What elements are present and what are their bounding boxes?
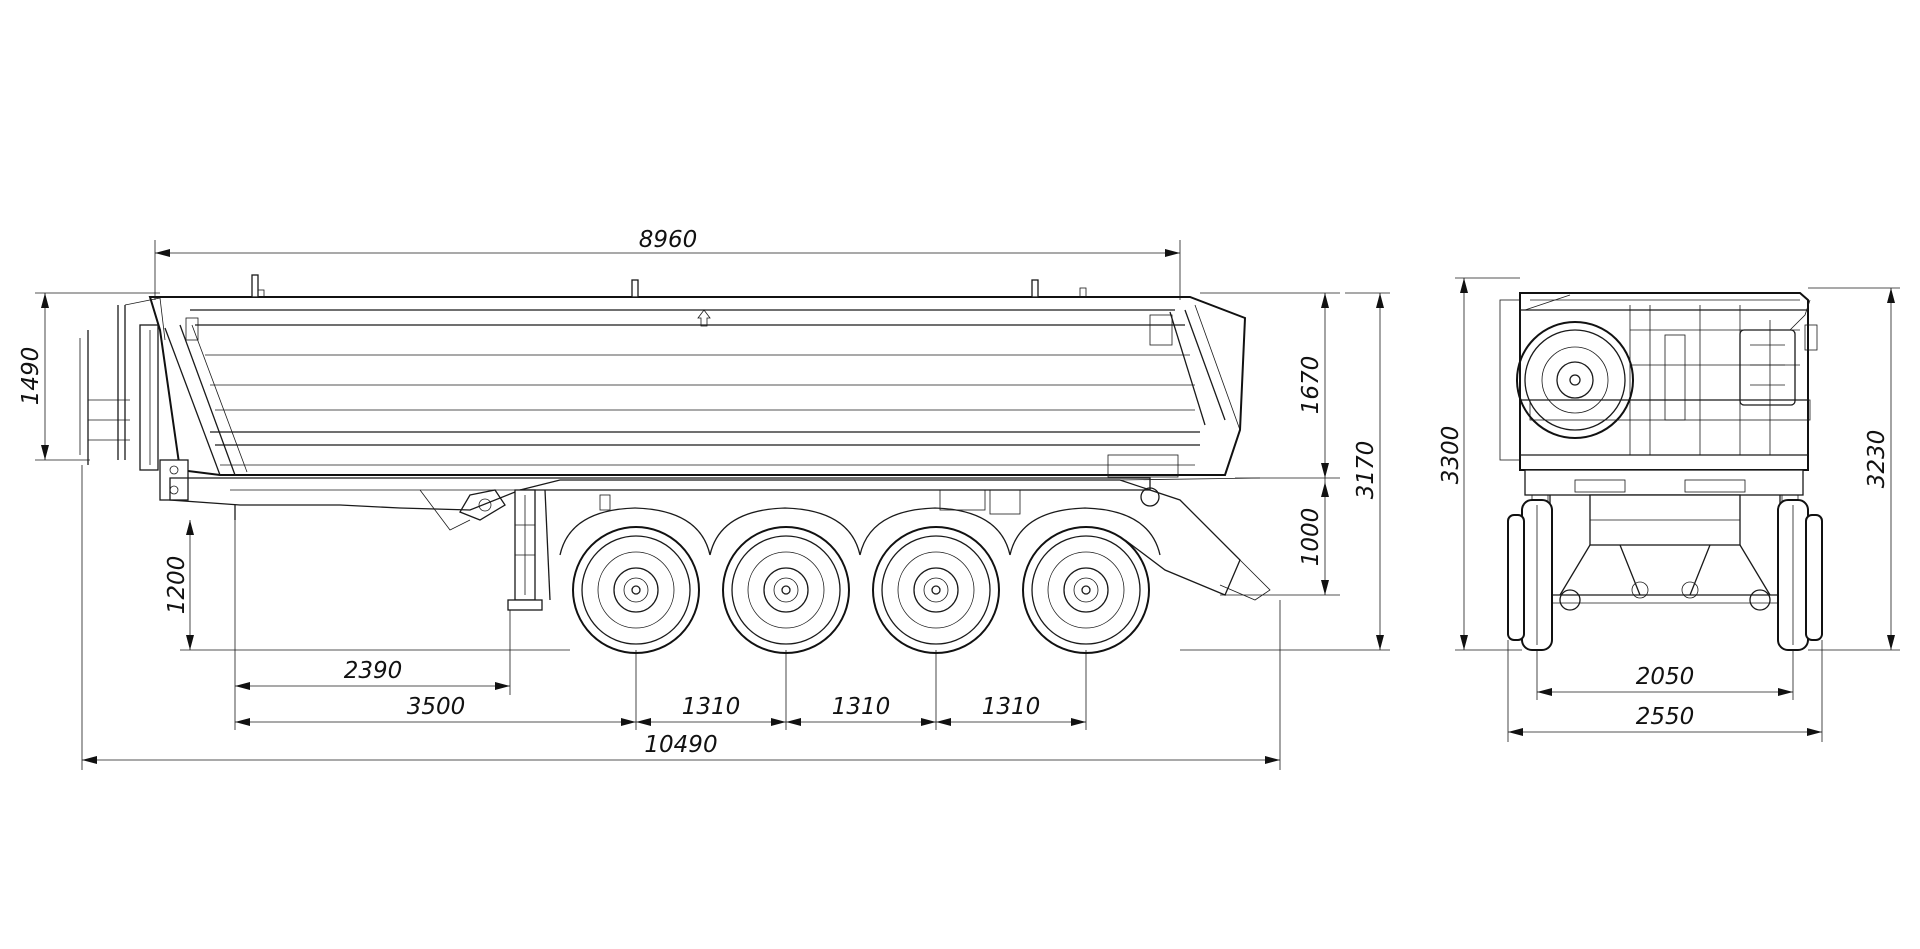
dim-coupling-height: 1200 bbox=[164, 556, 190, 615]
dim-axle-spacing-3: 1310 bbox=[982, 694, 1041, 720]
dim-overall-length: 10490 bbox=[644, 732, 717, 758]
axle-4 bbox=[1009, 507, 1161, 654]
dim-total-height: 3170 bbox=[1353, 441, 1379, 500]
dim-rear-body-top-height: 3230 bbox=[1864, 430, 1890, 489]
axle-1 bbox=[559, 507, 711, 654]
rear-body bbox=[1499, 292, 1818, 471]
dim-platform-height: 1000 bbox=[1298, 508, 1324, 567]
dim-axle-spacing-1: 1310 bbox=[682, 694, 741, 720]
dim-body-height: 1670 bbox=[1298, 356, 1324, 415]
dim-front-wall-height: 1490 bbox=[18, 347, 44, 406]
side-dimension-labels: 8960 1490 1200 1670 1000 3170 2390 3500 … bbox=[18, 227, 1379, 758]
dim-rear-overall-height: 3300 bbox=[1438, 426, 1464, 485]
dim-rear-overall-width: 2550 bbox=[1636, 704, 1695, 730]
rear-dimension-labels: 3300 3230 2050 2550 bbox=[1438, 426, 1890, 730]
landing-gear bbox=[234, 489, 551, 611]
rear-dimension-lines bbox=[1455, 277, 1900, 742]
tipper-body bbox=[148, 274, 1247, 476]
dim-body-length: 8960 bbox=[639, 227, 698, 253]
rear-chassis bbox=[1524, 469, 1804, 620]
front-ladder bbox=[79, 297, 189, 501]
axle-2 bbox=[709, 507, 861, 654]
dim-axle-spacing-2: 1310 bbox=[832, 694, 891, 720]
spare-wheel bbox=[1516, 321, 1634, 439]
side-view: 8960 1490 1200 1670 1000 3170 2390 3500 … bbox=[18, 227, 1390, 770]
axle-3 bbox=[859, 507, 1011, 654]
rear-view: 3300 3230 2050 2550 bbox=[1438, 277, 1900, 742]
dim-kingpin-to-first-axle: 3500 bbox=[407, 694, 466, 720]
side-dimension-lines bbox=[35, 240, 1390, 770]
dim-kingpin-to-landing-gear: 2390 bbox=[344, 658, 403, 684]
dim-track-width: 2050 bbox=[1636, 664, 1695, 690]
